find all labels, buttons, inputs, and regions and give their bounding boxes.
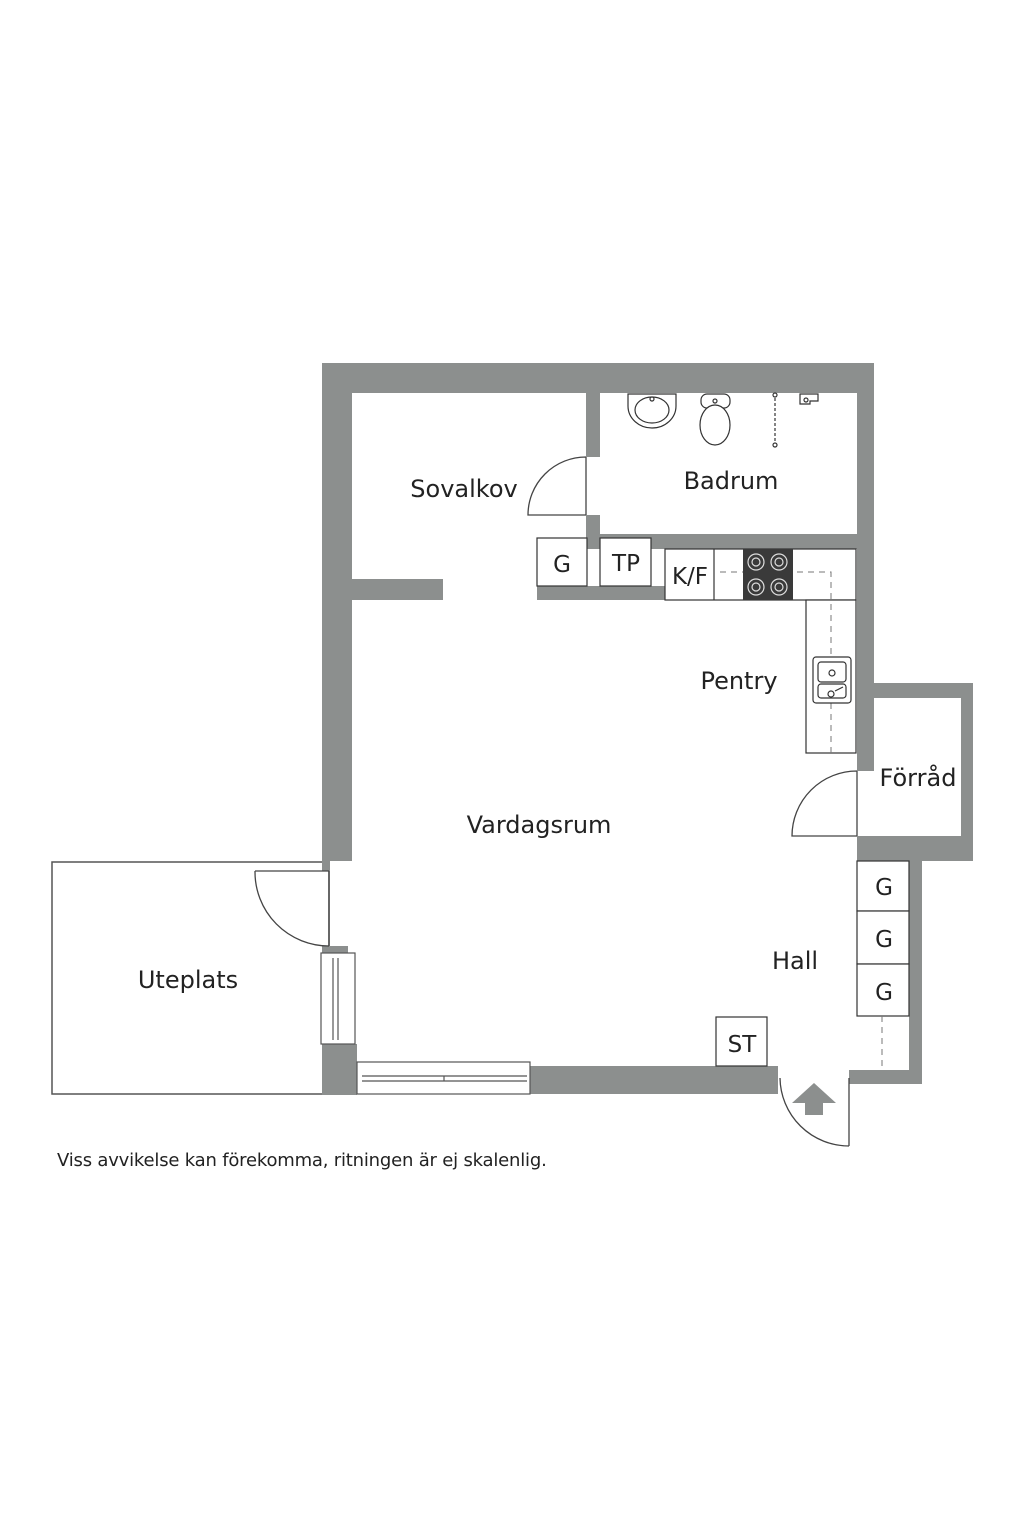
wardrobe-sovalkov [536, 537, 588, 587]
doors [254, 456, 858, 1147]
door-bathroom [527, 456, 587, 516]
label-wardrobe-hall-1: G [875, 875, 893, 901]
wardrobe-hall-1 [856, 860, 910, 912]
label-wardrobe-hall-3: G [875, 980, 893, 1006]
walls [322, 363, 973, 1095]
wardrobe-hall-2 [856, 910, 910, 965]
kitchen-sink-icon [812, 656, 852, 704]
room-vardagsrum: Vardagsrum [467, 811, 612, 839]
room-forrad: Förråd [880, 763, 957, 792]
label-wardrobe-hall-2: G [875, 927, 893, 953]
window-bottom [356, 1061, 531, 1095]
label-tp: TP [611, 551, 640, 577]
room-badrum: Badrum [684, 467, 779, 495]
label-kf: K/F [672, 564, 708, 590]
tp-box [599, 537, 652, 587]
window-left [320, 952, 356, 1045]
door-entrance [779, 1077, 850, 1147]
room-sovalkov: Sovalkov [410, 475, 517, 503]
arrow-up-icon [792, 1083, 836, 1115]
label-st: ST [728, 1032, 758, 1058]
room-pentry: Pentry [700, 667, 777, 695]
shower-head-icon [799, 393, 819, 405]
door-terrace [254, 870, 330, 947]
disclaimer-text: Viss avvikelse kan förekomma, ritningen … [57, 1150, 547, 1171]
label-wardrobe-sovalkov: G [553, 552, 571, 578]
bathroom-fixtures [627, 392, 819, 448]
st-box [715, 1016, 768, 1067]
door-forrad [791, 770, 858, 837]
stove-icon [743, 549, 793, 600]
room-hall: Hall [772, 947, 818, 975]
wardrobe-hall-3 [856, 963, 910, 1017]
room-uteplats: Uteplats [138, 966, 238, 994]
